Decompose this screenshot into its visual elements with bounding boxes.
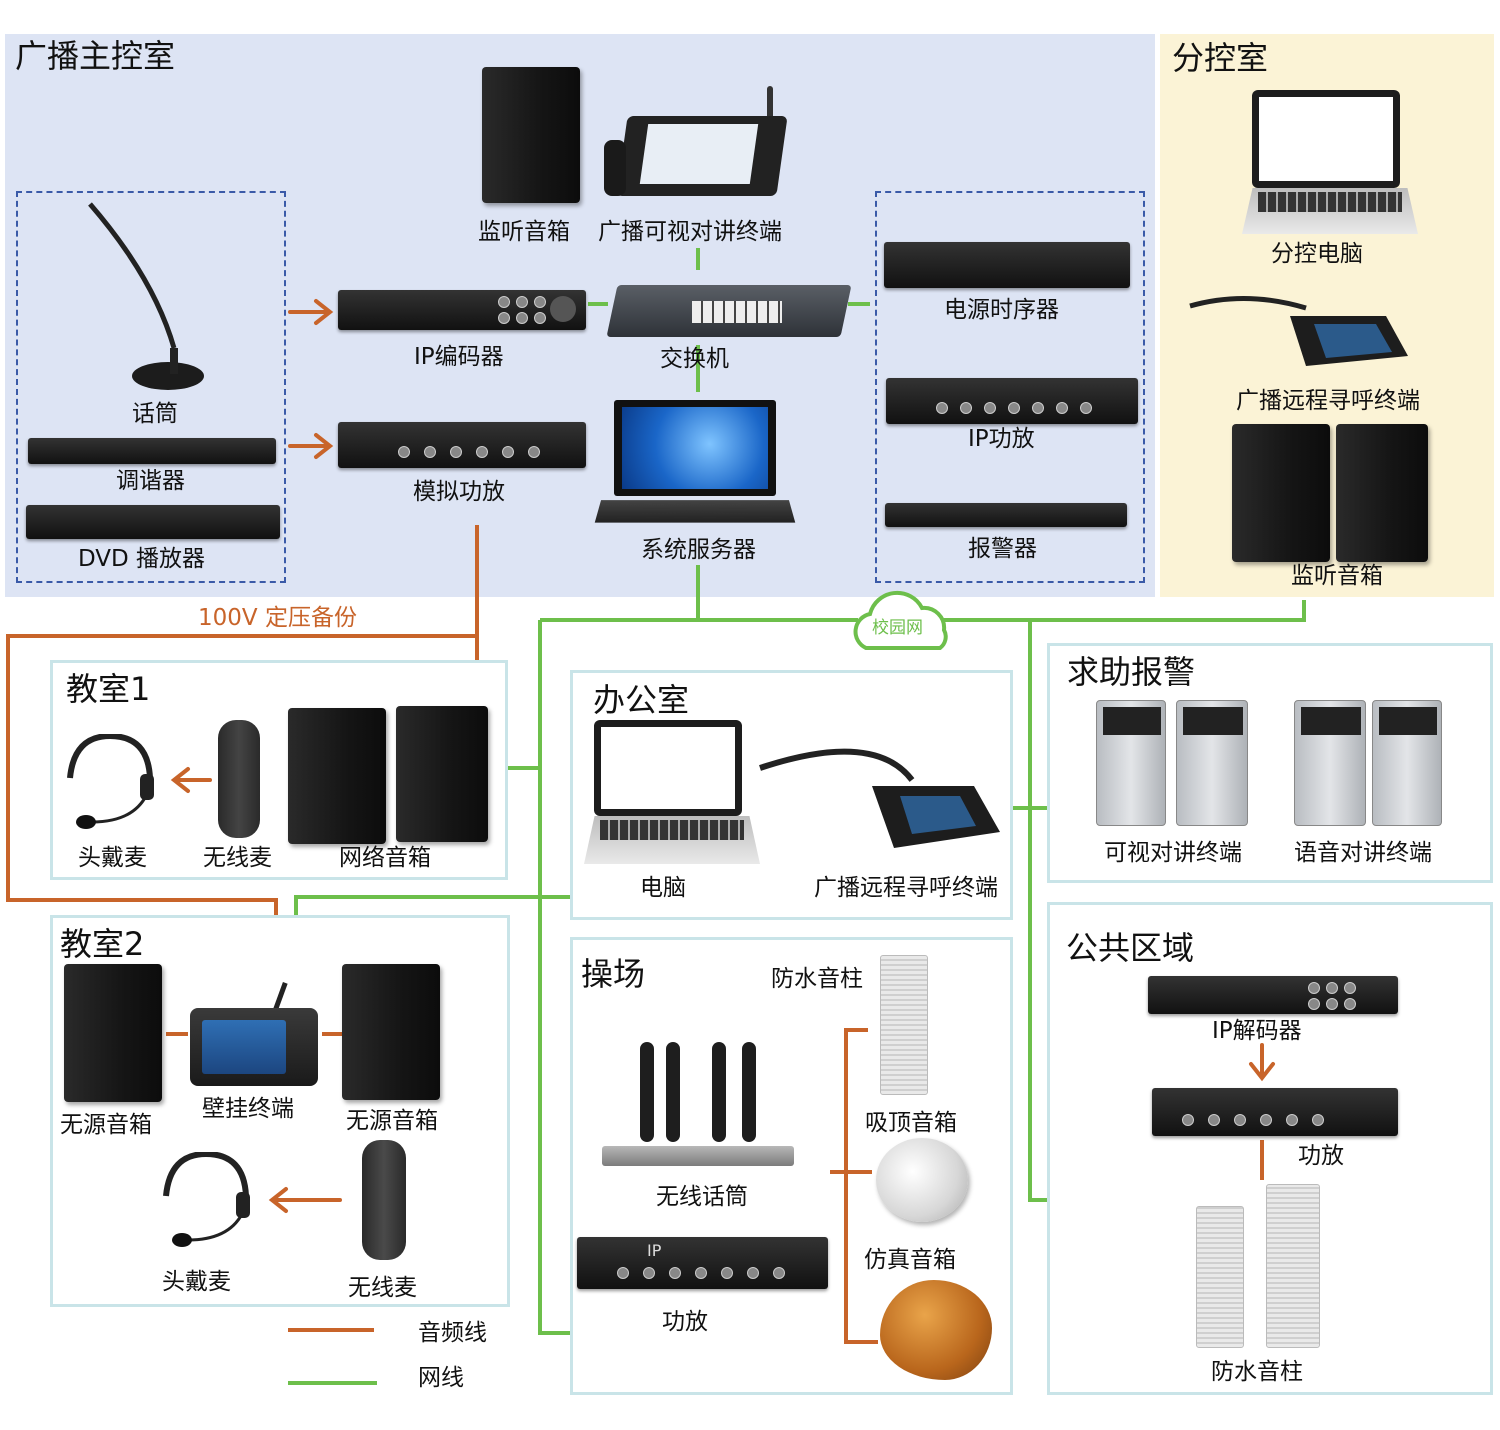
play-ceiling-speaker-image [876,1138,968,1222]
cls2-headset-image [158,1152,254,1250]
audio-wire-play-speakers [830,1030,878,1342]
cls1-net-speaker-left-image [288,708,386,844]
dvd-player-label: DVD 播放器 [78,548,205,571]
alarm-video-intercom-1-image [1096,700,1166,826]
play-wireless-mics-image [602,1042,794,1168]
ip-encoder-label: IP编码器 [414,346,504,369]
cls2-wireless-mic-label: 无线麦 [348,1277,417,1300]
play-ceiling-speaker-label: 吸顶音箱 [865,1112,957,1135]
system-server-image [598,400,792,526]
branch-monitor-speaker-right-image [1336,424,1428,562]
legend-audio-label: 音频线 [418,1322,487,1345]
office-paging-terminal-label: 广播远程寻呼终端 [814,877,998,900]
monitor-speaker-image [482,67,580,203]
switch-label: 交换机 [660,348,729,371]
cls1-wireless-mic-label: 无线麦 [203,847,272,870]
cls1-net-speaker-right-image [396,706,488,842]
cls2-passive-speaker-right-label: 无源音箱 [346,1110,438,1133]
cls1-headset-label: 头戴麦 [78,847,147,870]
arrow-cls1-mic-headset [174,769,210,791]
play-amp-label: 功放 [662,1311,708,1334]
classroom1-title: 教室1 [66,673,150,705]
office-title: 办公室 [593,684,689,716]
public-amp-image [1152,1088,1398,1136]
tuner-image [28,438,276,464]
intercom-terminal-label: 广播可视对讲终端 [598,221,782,244]
public-amp-label: 功放 [1298,1145,1344,1168]
switch-image [612,275,846,341]
campus-network-label: 校园网 [872,620,923,637]
intercom-terminal-image [602,86,784,200]
ip-encoder-image [338,290,586,330]
branch-pc-image [1242,90,1418,236]
playground-title: 操场 [581,958,645,990]
net-wire-left-trunk [540,620,570,1333]
analog-amp-image [338,422,586,468]
cls1-headset-image [62,734,158,832]
branch-pc-label: 分控电脑 [1271,243,1363,266]
cls1-net-speaker-label: 网络音箱 [339,847,431,870]
play-amp-tag: IP [647,1243,661,1259]
cls2-wireless-mic-image [362,1140,406,1260]
play-waterproof-column-label: 防水音柱 [771,968,863,991]
play-rock-speaker-label: 仿真音箱 [864,1249,956,1272]
cls2-passive-speaker-right-image [342,964,440,1100]
cls2-headset-label: 头戴麦 [162,1271,231,1294]
alarm-voice-intercom-2-image [1372,700,1442,826]
play-amp-image: IP [577,1237,828,1289]
power-sequencer-image [884,242,1130,288]
branch-monitor-speaker-label: 监听音箱 [1291,565,1383,588]
alarm-title: 求助报警 [1067,656,1195,688]
cls2-passive-speaker-left-image [64,964,162,1102]
office-pc-image [584,720,760,866]
dvd-player-image [26,505,280,539]
public-ip-decoder-label: IP解码器 [1212,1020,1302,1043]
analog-amp-label: 模拟功放 [413,481,505,504]
tuner-label: 调谐器 [116,470,185,493]
ip-amp-label: IP功放 [968,428,1035,451]
branch-paging-terminal-label: 广播远程寻呼终端 [1236,390,1420,413]
ip-amp-image [886,378,1138,424]
play-rock-speaker-image [880,1280,992,1380]
public-area-title: 公共区域 [1066,932,1194,964]
arrow-to-encoder [290,301,330,323]
backup-label: 100V 定压备份 [198,607,357,630]
arrow-decoder-amp [1251,1045,1273,1078]
microphone-label: 话筒 [132,403,178,426]
public-waterproof-column-right-image [1266,1184,1320,1348]
legend-network-label: 网线 [418,1367,464,1390]
main-room-title: 广播主控室 [15,40,175,72]
alarm-video-intercom-2-image [1176,700,1248,826]
cls2-wall-terminal-image [190,982,320,1088]
public-waterproof-column-left-image [1196,1206,1244,1348]
cls2-wall-terminal-label: 壁挂终端 [202,1098,294,1121]
alarm-voice-intercom-1-image [1294,700,1366,826]
public-ip-decoder-image [1148,976,1398,1014]
alarm-voice-intercom-label: 语音对讲终端 [1294,842,1432,865]
microphone-image [84,198,204,394]
cls1-wireless-mic-image [218,720,260,838]
branch-room-title: 分控室 [1172,42,1268,74]
arrow-to-analog-amp [290,435,330,457]
play-waterproof-column-image [880,955,928,1095]
branch-paging-terminal-image [1186,286,1412,372]
power-sequencer-label: 电源时序器 [944,299,1059,322]
alarm-video-intercom-label: 可视对讲终端 [1104,842,1242,865]
net-wire-right-trunk [1030,620,1047,1200]
office-pc-label: 电脑 [640,877,686,900]
alarm-device-label: 报警器 [968,538,1037,561]
cls2-passive-speaker-left-label: 无源音箱 [60,1114,152,1137]
system-server-label: 系统服务器 [641,539,756,562]
office-paging-terminal-image [754,740,1002,852]
public-waterproof-column-label: 防水音柱 [1211,1361,1303,1384]
branch-monitor-speaker-left-image [1232,424,1330,562]
classroom2-title: 教室2 [60,928,144,960]
arrow-cls2-mic-headset [272,1189,340,1211]
monitor-speaker-label: 监听音箱 [478,221,570,244]
play-wireless-mics-label: 无线话筒 [656,1186,748,1209]
alarm-device-image [885,503,1127,527]
net-wire-to-classroom2 [296,897,570,915]
